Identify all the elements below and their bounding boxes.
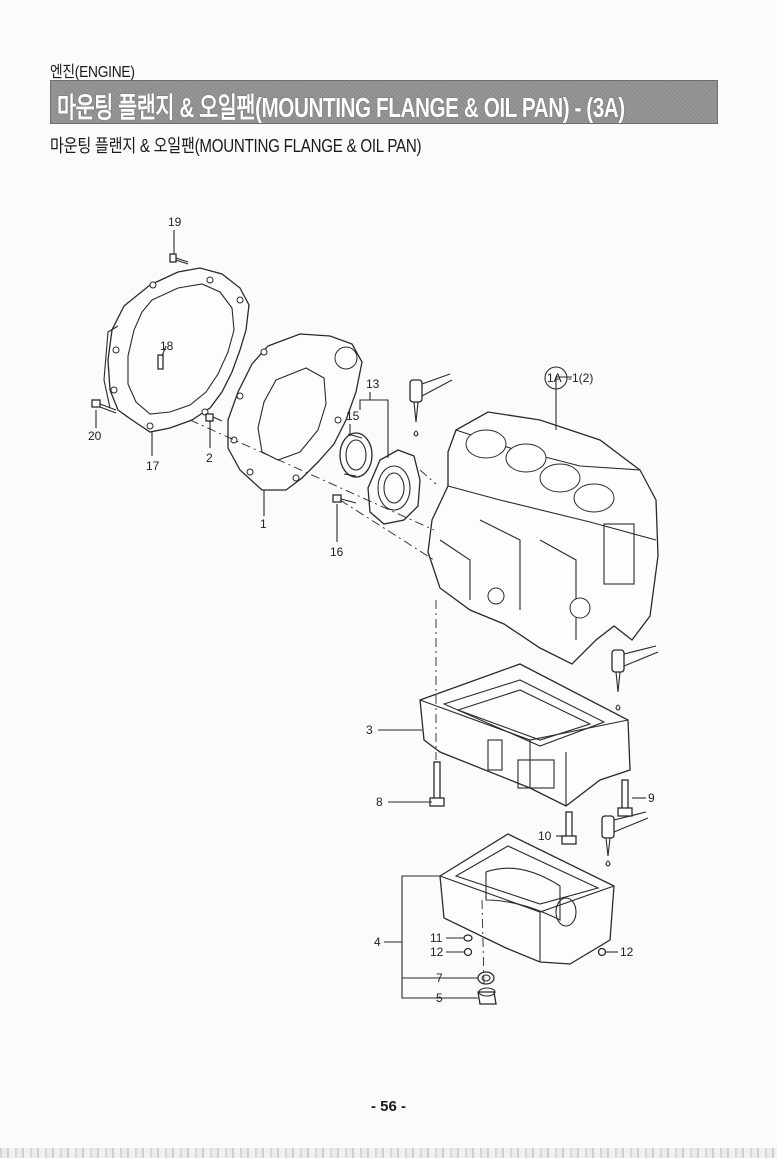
part-bolt-2[interactable] — [205, 413, 223, 422]
callout-12-left: 12 — [430, 945, 444, 959]
callout-13: 13 — [366, 377, 380, 391]
part-oil-pan-case[interactable] — [419, 663, 631, 807]
sealant-tube-upper — [409, 373, 453, 437]
callout-3: 3 — [366, 723, 373, 737]
callout-20: 20 — [88, 429, 102, 443]
part-oil-pan[interactable] — [439, 833, 615, 965]
part-cylinder-block — [427, 411, 659, 665]
callout-1: 1 — [260, 517, 267, 531]
part-bolt-8[interactable] — [429, 761, 445, 807]
part-seal-retainer-13[interactable] — [367, 449, 421, 525]
sealant-tube-oilpan — [601, 811, 649, 867]
callout-19: 19 — [168, 215, 182, 229]
section-label: 엔진(ENGINE) — [50, 64, 135, 81]
callout-9: 9 — [648, 791, 655, 805]
part-bolt-19[interactable] — [169, 253, 189, 265]
alignment-lines — [189, 419, 485, 985]
callout-5: 5 — [436, 991, 443, 1005]
page-title: 마운팅 플랜지 & 오일팬(MOUNTING FLANGE & OIL PAN)… — [57, 92, 625, 123]
leader-lines — [95, 230, 646, 999]
callout-12-right: 12 — [620, 945, 634, 959]
callout-15: 15 — [346, 409, 360, 423]
callout-18: 18 — [160, 339, 174, 353]
part-drain-plug-5[interactable] — [477, 987, 497, 1005]
callout-10: 10 — [538, 829, 552, 843]
callout-7: 7 — [436, 971, 443, 985]
part-washer-11[interactable] — [463, 934, 473, 942]
callout-labels: 19 18 20 2 17 1 13 15 16 1A -1(2) 3 8 9 … — [88, 215, 655, 1005]
callout-16: 16 — [330, 545, 344, 559]
part-bolt-9[interactable] — [617, 779, 633, 817]
part-screw-12-left[interactable] — [463, 947, 473, 957]
title-bar: 마운팅 플랜지 & 오일팬(MOUNTING FLANGE & OIL PAN)… — [50, 80, 718, 124]
callout-8: 8 — [376, 795, 383, 809]
part-bolt-10[interactable] — [561, 811, 577, 845]
page-number: - 56 - — [370, 1098, 406, 1115]
diagram-subtitle: 마운팅 플랜지 & 오일팬(MOUNTING FLANGE & OIL PAN) — [50, 136, 422, 156]
part-mounting-plate[interactable] — [227, 333, 363, 491]
callout-4: 4 — [374, 935, 381, 949]
part-flywheel-housing[interactable] — [103, 267, 250, 433]
part-gasket-7[interactable] — [477, 971, 495, 985]
part-bolt-16[interactable] — [332, 494, 357, 504]
reference-1A-suffix: -1(2) — [568, 371, 593, 385]
callout-11: 11 — [430, 931, 443, 945]
part-screw-12-right[interactable] — [597, 947, 607, 957]
part-pin-18[interactable] — [157, 354, 164, 370]
reference-1A-label: 1A — [547, 371, 562, 385]
reference-1A: 1A -1(2) — [544, 366, 593, 390]
part-bolt-20[interactable] — [91, 399, 117, 414]
scan-edge — [0, 1148, 777, 1158]
callout-2: 2 — [206, 451, 213, 465]
callout-17: 17 — [146, 459, 160, 473]
sealant-tube-lower — [611, 645, 659, 711]
part-oil-seal-15[interactable] — [339, 432, 373, 478]
